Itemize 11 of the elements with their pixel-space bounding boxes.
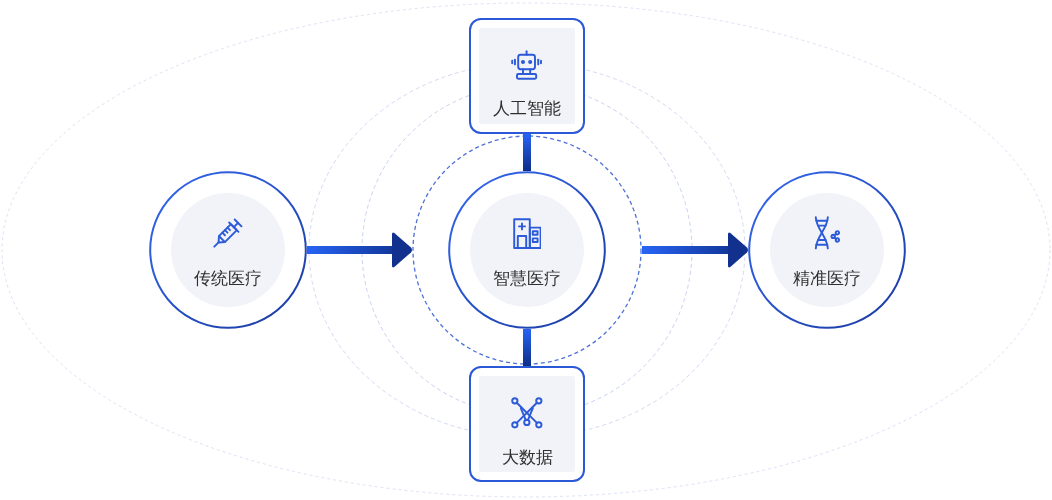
dashed-circle bbox=[412, 135, 642, 365]
node-label: 传统医疗 bbox=[194, 268, 262, 288]
node-label: 智慧医疗 bbox=[493, 268, 561, 288]
node-label: 精准医疗 bbox=[793, 268, 861, 288]
circle-node bbox=[149, 171, 307, 329]
node-label: 大数据 bbox=[501, 447, 553, 467]
circle-node bbox=[448, 171, 606, 329]
rounded-box bbox=[469, 18, 585, 134]
circle-node bbox=[748, 171, 906, 329]
rounded-box bbox=[469, 366, 585, 482]
node-label: 人工智能 bbox=[493, 98, 561, 118]
